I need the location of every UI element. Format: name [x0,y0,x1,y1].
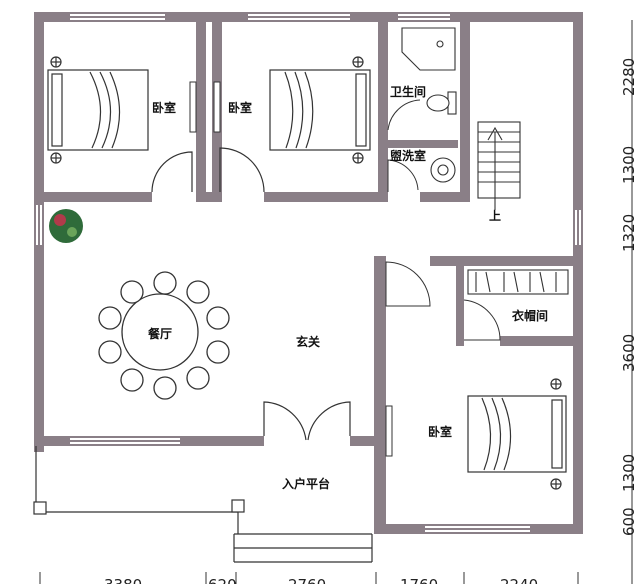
dining-table [98,271,230,400]
windows [36,14,581,532]
dim-bottom-2: 620 [208,576,237,584]
tv-cabinet [189,81,197,133]
tv-cabinet [213,81,221,133]
dim-right-1: 2280 [620,58,638,96]
shower-icon [401,27,456,71]
room-label-bedroom-1: 卧室 [152,100,176,115]
dim-right-4: 3600 [620,334,638,372]
door-swing [151,151,193,193]
room-label-bedroom-3: 卧室 [428,424,452,439]
room-label-bathroom: 卫生间 [390,84,426,99]
door-swing [387,159,419,192]
room-label-foyer: 玄关 [296,334,320,349]
toilet-icon [426,91,457,115]
room-label-bedroom-2: 卧室 [228,100,252,115]
dim-bottom-4: 1760 [400,576,438,584]
washbasin-icon [430,157,456,183]
door-swing [463,299,501,341]
dim-bottom-3: 2760 [288,576,326,584]
door-swing [219,147,265,193]
dim-right-6: 600 [620,507,638,536]
bed-icon [269,56,371,164]
room-label-stairs-up: 上 [489,208,501,223]
entry-door [263,401,351,441]
room-label-dining: 餐厅 [148,326,172,341]
staircase [477,121,521,210]
dim-right-3: 1320 [620,214,638,252]
room-label-closet: 衣帽间 [512,308,548,323]
room-label-entry-platform: 入户平台 [282,476,330,491]
dim-right-2: 1300 [620,146,638,184]
plant-icon [49,209,83,243]
dim-bottom-1: 3380 [104,576,142,584]
bed-icon [467,378,567,490]
dim-bottom-5: 2240 [500,576,538,584]
room-label-laundry: 盥洗室 [390,148,426,163]
dim-right-5: 1300 [620,454,638,492]
tv-cabinet [385,405,393,457]
bed-icon [47,56,149,164]
door-swing [387,99,421,131]
entry-platform [33,446,373,563]
door-swing [385,261,431,307]
bottom-dimension-ticks [39,572,579,584]
wardrobe [467,269,569,295]
